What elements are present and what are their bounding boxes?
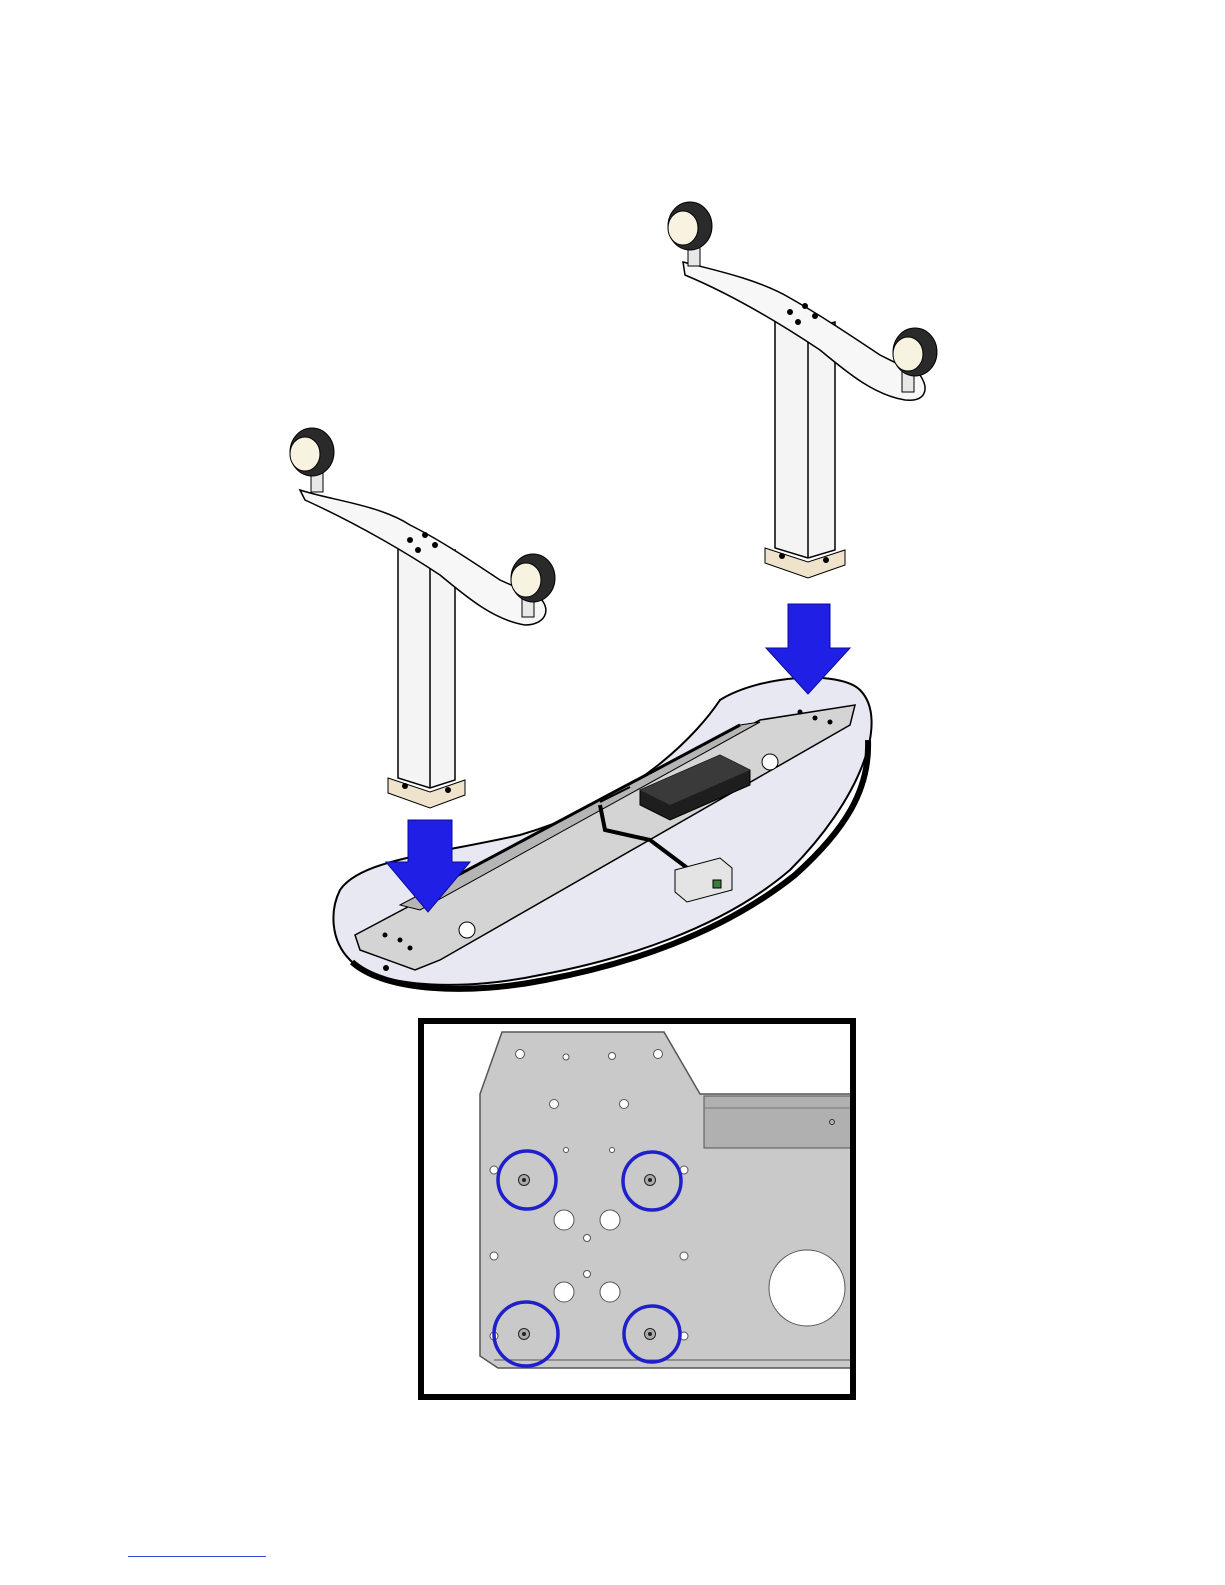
left-leg-assembly [290,428,555,808]
mounting-detail-inset [418,1018,856,1400]
right-leg-assembly [668,202,937,578]
caster-wheel-icon [290,428,334,492]
footnote-rule [128,1556,266,1557]
caster-wheel-icon [668,202,712,266]
mounting-plate-detail [424,1024,850,1394]
